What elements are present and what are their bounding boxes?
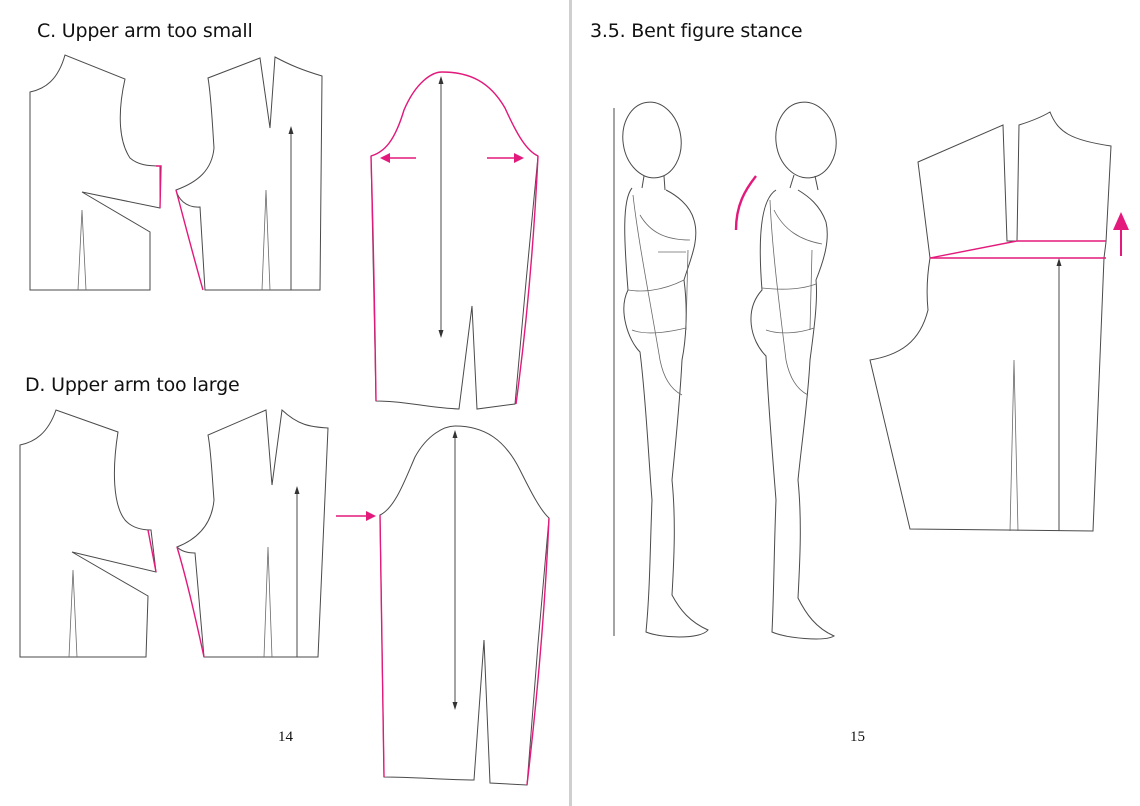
right-page: 3.5. Bent figure stance 15 — [572, 0, 1140, 806]
front-bodice-pattern-c — [175, 56, 323, 291]
sleeve-pattern-c — [370, 71, 539, 410]
left-page: C. Upper arm too small D. Upper arm too … — [0, 0, 569, 806]
section-heading-upper-arm-too-small: C. Upper arm too small — [37, 20, 253, 42]
back-bodice-adjusted-pattern — [869, 111, 1129, 532]
page-number-left: 14 — [278, 729, 293, 745]
section-heading-bent-figure-stance: 3.5. Bent figure stance — [590, 20, 803, 42]
bent-figure-illustrations — [613, 101, 1129, 640]
sleeve-pattern-d — [336, 425, 550, 786]
section-heading-upper-arm-too-large: D. Upper arm too large — [25, 374, 240, 396]
book-spine-divider — [569, 0, 572, 806]
back-bodice-pattern-d — [19, 409, 157, 658]
page-number-right: 15 — [850, 729, 865, 745]
pattern-illustrations-left — [19, 54, 550, 786]
back-bodice-pattern-c — [29, 54, 162, 291]
front-bodice-pattern-d — [176, 408, 329, 658]
upright-figure — [622, 101, 709, 638]
bent-figure — [734, 101, 837, 640]
